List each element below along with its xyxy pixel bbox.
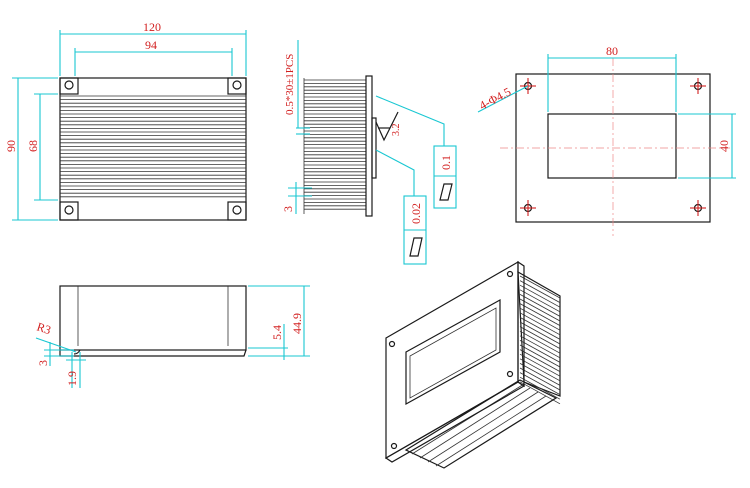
corner-pad — [227, 201, 247, 221]
mount-hole — [232, 205, 242, 215]
iso-fin-line — [519, 326, 561, 349]
iso-fin-line — [519, 340, 561, 363]
iso-fin-line — [519, 321, 561, 345]
iso-fin-line — [519, 275, 561, 299]
iso-body-bottom — [404, 379, 558, 469]
iso-fin-line — [519, 330, 561, 354]
iso-fin-line — [519, 284, 561, 308]
iso-fin-line — [519, 376, 561, 400]
isometric-view — [384, 260, 561, 469]
front-view: 44.9 5.4 R3 3 1.9 — [35, 285, 310, 388]
base-plate — [365, 75, 373, 217]
iso-fin-line — [519, 294, 561, 317]
front-view-base — [59, 349, 247, 357]
iso-fin-line — [519, 367, 561, 391]
flatness-icon — [439, 183, 453, 201]
top-view-fins — [60, 95, 246, 198]
fin-spec: 0.5*30±1PCS — [284, 54, 296, 115]
dim-hole-spacing-x: 94 — [145, 38, 157, 52]
leader-line — [375, 149, 415, 196]
flatness-2: 0.02 — [409, 203, 423, 224]
front-view-body — [59, 285, 247, 351]
iso-hole — [390, 442, 398, 450]
iso-fin-line — [519, 335, 561, 359]
top-view-outline — [59, 77, 247, 221]
iso-fin-line — [519, 372, 561, 395]
side-view: 0.5*30±1PCS 3 3.2 0.1 0.02 — [281, 40, 457, 265]
corner-pad — [227, 77, 247, 95]
iso-fin-line — [519, 289, 561, 313]
iso-fin-line — [519, 280, 561, 303]
iso-fin-line — [519, 353, 561, 377]
tolerance-frame-flatness — [433, 145, 457, 209]
iso-fin-line — [519, 344, 561, 368]
iso-fin-line — [519, 381, 561, 405]
dim-flange: 3 — [36, 360, 50, 366]
dim-base-height: 5.4 — [270, 325, 284, 340]
holes-callout: 4-Φ4.5 — [477, 84, 513, 112]
dim-height: 90 — [4, 140, 18, 152]
back-view: 80 40 4-Φ4.5 — [477, 44, 736, 236]
radius-callout: R3 — [35, 320, 53, 338]
mount-hole — [64, 80, 74, 90]
dim-hole-spacing-y: 68 — [26, 140, 40, 152]
corner-pad — [59, 201, 79, 221]
base-thickness: 3 — [281, 206, 295, 212]
mount-hole — [232, 80, 242, 90]
iso-fin-block — [517, 270, 561, 397]
iso-fins — [517, 270, 561, 405]
iso-hole — [388, 340, 396, 348]
dim-width: 120 — [143, 20, 161, 34]
dim-window-height: 40 — [717, 140, 731, 152]
iso-fin-line — [519, 349, 561, 372]
dim-window-width: 80 — [606, 44, 618, 58]
iso-fin-line — [519, 303, 561, 326]
mount-hole — [64, 205, 74, 215]
iso-hole — [506, 270, 514, 278]
iso-fin-line — [519, 317, 561, 340]
corner-pad — [59, 77, 79, 95]
leader-line — [375, 95, 445, 146]
flatness-icon — [409, 237, 423, 257]
side-view-fins — [303, 78, 366, 214]
iso-fin-line — [519, 312, 561, 336]
iso-fin-line — [519, 307, 561, 331]
dim-total-height: 44.9 — [290, 313, 304, 334]
window-outline — [547, 113, 677, 179]
roughness-value: 3.2 — [391, 124, 402, 137]
iso-fin-line — [519, 358, 561, 382]
top-view: 120 94 90 68 — [4, 20, 247, 221]
iso-fin-line — [519, 298, 561, 322]
iso-hole — [506, 370, 514, 378]
flatness-1: 0.1 — [439, 155, 453, 170]
base-pad — [371, 117, 377, 179]
iso-fin-line — [519, 363, 561, 386]
dim-flange-offset: 1.9 — [65, 371, 79, 386]
iso-window — [405, 298, 501, 406]
